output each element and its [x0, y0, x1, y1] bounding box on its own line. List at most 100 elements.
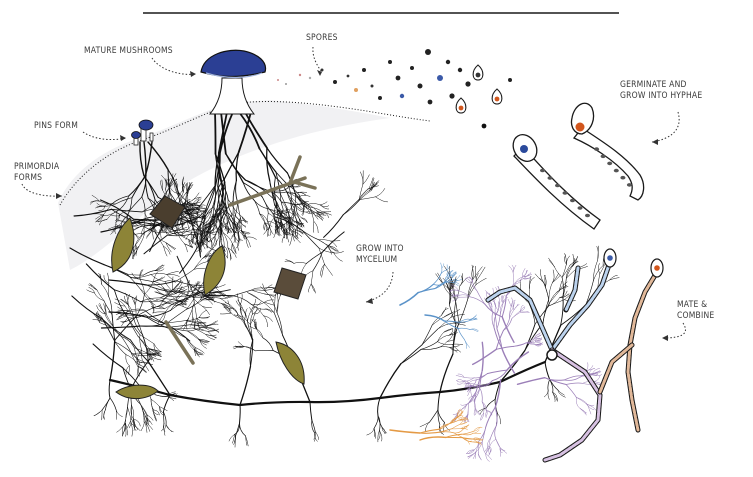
hypha-branch — [150, 399, 154, 411]
hypha-branch-purple — [465, 278, 472, 284]
hypha-branch — [151, 306, 165, 309]
leaf — [111, 217, 135, 273]
hypha-branch — [266, 147, 289, 174]
hypha-branch-purple — [475, 386, 481, 396]
hypha-branch — [133, 244, 136, 257]
hypha-branch-blue — [469, 317, 478, 321]
hypha-branch — [284, 213, 294, 225]
hypha-branch-orange — [389, 429, 421, 434]
hypha-branch-purple — [452, 296, 460, 302]
hypha-branch — [544, 274, 547, 288]
hypha-branch — [165, 424, 174, 433]
hypha-branch — [320, 263, 325, 276]
hypha-branch-purple — [490, 425, 497, 439]
hypha-branch-purple — [494, 406, 498, 426]
hypha-branch — [247, 308, 253, 322]
hypha-branch — [449, 347, 458, 353]
bark-chip — [149, 195, 186, 229]
hypha-branch-blue — [464, 339, 471, 348]
hypha-branch-purple — [464, 386, 472, 389]
hypha-branch-blue — [439, 268, 443, 277]
hypha-branch-purple — [467, 414, 469, 423]
hypha-branch — [208, 216, 215, 230]
hypha-cell — [585, 213, 590, 218]
hypha-branch — [292, 230, 295, 242]
hypha-branch-blue — [451, 271, 457, 278]
hypha-branch — [111, 214, 121, 217]
hypha-branch — [237, 299, 243, 309]
hypha-branch — [250, 338, 254, 367]
hypha-branch — [117, 306, 128, 316]
hypha-branch — [548, 292, 557, 307]
hypha-branch — [218, 224, 222, 234]
hypha-branch — [287, 193, 295, 209]
hypha-branch — [95, 316, 104, 321]
hypha-branch-blue — [443, 320, 460, 323]
hypha-branch — [166, 274, 177, 282]
hypha-branch — [242, 307, 248, 322]
hypha-branch — [329, 245, 339, 252]
hypha-branch-purple — [456, 379, 465, 382]
hypha-branch — [196, 318, 206, 327]
hypha-branch-orange — [461, 432, 474, 436]
hypha-branch — [542, 303, 550, 324]
hypha-branch — [226, 226, 233, 233]
hypha-branch — [293, 230, 303, 237]
hypha-branch — [188, 283, 195, 304]
spore — [449, 93, 455, 99]
hypha-branch — [459, 277, 468, 287]
hypha-branch — [437, 409, 441, 425]
hypha-branch — [313, 221, 319, 234]
hypha-branch — [237, 315, 246, 327]
hypha-branch — [267, 221, 275, 224]
hypha-branch-purple — [585, 362, 589, 371]
hypha-branch — [143, 234, 168, 255]
hypha-branch — [160, 423, 165, 432]
hypha-branch — [100, 274, 102, 285]
hypha-branch — [153, 409, 159, 415]
hypha-branch — [554, 266, 563, 278]
hypha-branch — [205, 334, 215, 340]
hypha-branch — [155, 268, 165, 272]
hypha-branch-orange — [472, 429, 480, 434]
hypha-branch — [280, 193, 288, 208]
hypha-branch — [136, 305, 160, 317]
hypha-branch — [232, 434, 235, 444]
hypha-branch — [188, 239, 193, 248]
hypha-branch-purple — [464, 382, 470, 388]
hypha-branch — [358, 196, 376, 200]
hypha-branch — [131, 272, 141, 280]
hypha-branch — [208, 228, 210, 239]
hypha-branch — [231, 243, 234, 254]
hypha-branch — [215, 203, 223, 214]
hypha-branch — [170, 300, 187, 311]
hypha-branch — [310, 270, 314, 285]
hypha-branch — [111, 208, 143, 213]
hypha-branch-purple — [575, 397, 581, 409]
hypha-branch-purple — [484, 303, 503, 318]
hypha-branch — [267, 213, 270, 227]
hypha-branch-purple — [593, 375, 601, 382]
hypha-branch — [276, 312, 283, 336]
hypha-branch-purple — [523, 269, 528, 277]
hypha-branch — [201, 215, 206, 220]
hypha-branch — [245, 435, 248, 446]
hypha-branch-orange — [474, 438, 484, 440]
hypha-branch — [202, 238, 208, 246]
hypha-branch — [497, 413, 501, 425]
hypha-branch — [191, 291, 206, 299]
hypha-branch — [196, 243, 202, 252]
hypha-branch — [236, 222, 240, 229]
germinating-hypha — [570, 102, 645, 201]
hypha-branch — [559, 293, 569, 298]
hypha-branch — [98, 206, 105, 211]
hypha-branch — [295, 207, 302, 219]
hypha-branch — [125, 423, 128, 436]
hypha-branch — [168, 178, 171, 188]
hypha-branch — [203, 228, 206, 238]
hypha-branch-purple — [467, 388, 472, 397]
hypha-branch-purple — [475, 409, 480, 416]
label-pins-form: PINS FORM — [34, 121, 78, 131]
hypha-branch — [96, 202, 105, 207]
hypha-branch — [263, 222, 266, 231]
